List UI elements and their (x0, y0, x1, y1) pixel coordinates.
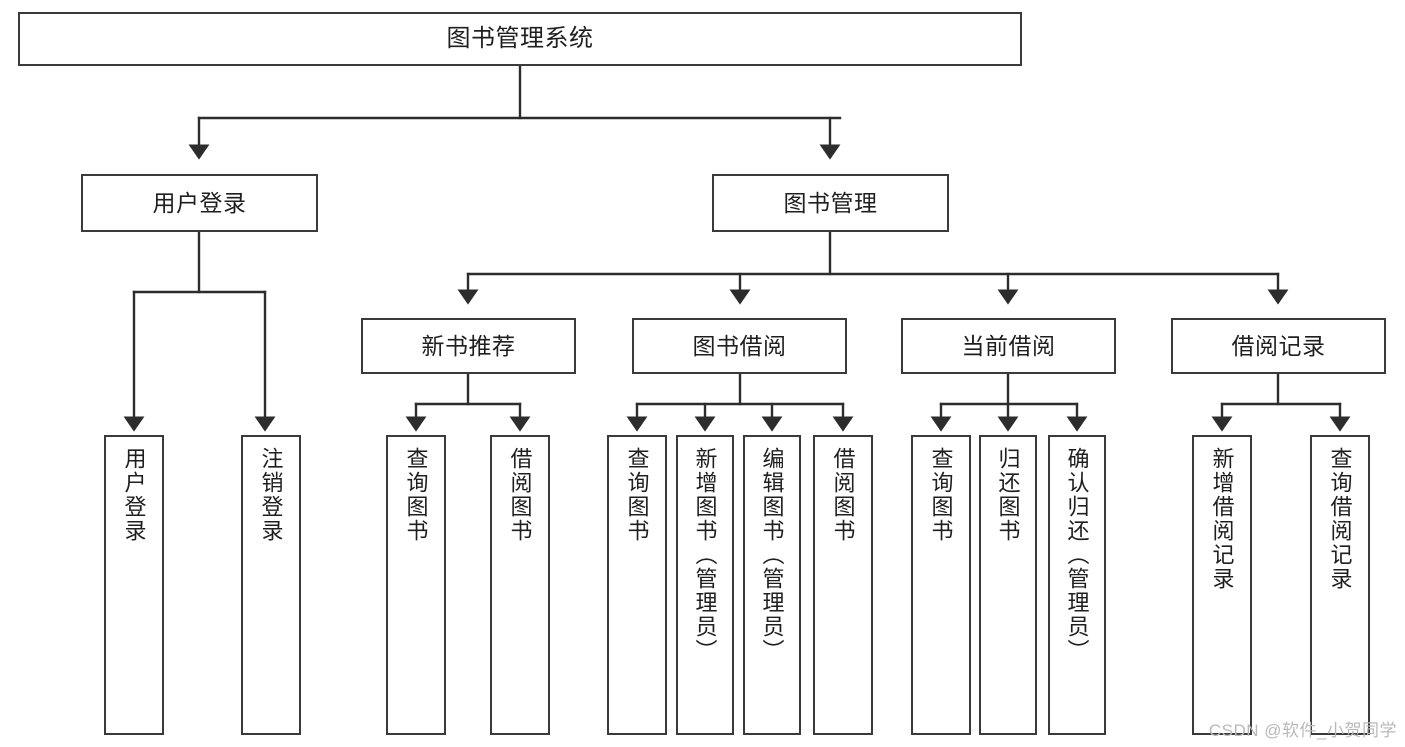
node-leaf-confirm-return-label: 确认归还（管理员） (1064, 447, 1090, 663)
node-leaf-add-record-label: 新增借阅记录 (1209, 447, 1235, 591)
node-leaf-query-book-3[interactable]: 查询图书 (911, 435, 971, 735)
node-leaf-borrow-book-2[interactable]: 借阅图书 (813, 435, 873, 735)
node-leaf-query-record-label: 查询借阅记录 (1327, 447, 1353, 591)
node-book-manage[interactable]: 图书管理 (712, 174, 949, 232)
node-leaf-borrow-book-2-label: 借阅图书 (830, 447, 856, 543)
node-leaf-query-book-1-label: 查询图书 (403, 447, 429, 543)
node-leaf-user-login[interactable]: 用户登录 (104, 435, 164, 735)
node-leaf-edit-book-label: 编辑图书（管理员） (759, 447, 785, 663)
node-leaf-user-logout-label: 注销登录 (258, 447, 284, 543)
node-leaf-user-login-label: 用户登录 (121, 447, 147, 543)
node-user-login[interactable]: 用户登录 (81, 174, 318, 232)
node-leaf-return-book[interactable]: 归还图书 (979, 435, 1037, 735)
node-new-book-recommend[interactable]: 新书推荐 (361, 318, 576, 374)
node-leaf-confirm-return[interactable]: 确认归还（管理员） (1048, 435, 1106, 735)
node-book-borrow-label: 图书借阅 (692, 332, 787, 359)
node-root[interactable]: 图书管理系统 (18, 12, 1022, 66)
node-leaf-query-book-1[interactable]: 查询图书 (386, 435, 446, 735)
node-user-login-label: 用户登录 (152, 189, 247, 216)
node-root-label: 图书管理系统 (446, 25, 594, 53)
node-leaf-user-logout[interactable]: 注销登录 (241, 435, 301, 735)
node-leaf-edit-book[interactable]: 编辑图书（管理员） (743, 435, 801, 735)
watermark-text: CSDN @软件_小贺同学 (1208, 721, 1397, 740)
node-book-manage-label: 图书管理 (783, 189, 878, 216)
node-leaf-query-book-2-label: 查询图书 (624, 447, 650, 543)
node-current-borrow-label: 当前借阅 (961, 332, 1056, 359)
node-borrow-record[interactable]: 借阅记录 (1171, 318, 1386, 374)
node-new-book-recommend-label: 新书推荐 (421, 332, 516, 359)
node-leaf-add-book[interactable]: 新增图书（管理员） (676, 435, 734, 735)
node-borrow-record-label: 借阅记录 (1231, 332, 1326, 359)
node-leaf-return-book-label: 归还图书 (995, 447, 1021, 543)
node-leaf-add-record[interactable]: 新增借阅记录 (1192, 435, 1252, 735)
node-leaf-borrow-book-1[interactable]: 借阅图书 (490, 435, 550, 735)
node-leaf-add-book-label: 新增图书（管理员） (692, 447, 718, 663)
node-leaf-query-book-2[interactable]: 查询图书 (607, 435, 667, 735)
node-current-borrow[interactable]: 当前借阅 (901, 318, 1116, 374)
node-leaf-borrow-book-1-label: 借阅图书 (507, 447, 533, 543)
node-book-borrow[interactable]: 图书借阅 (632, 318, 847, 374)
node-leaf-query-record[interactable]: 查询借阅记录 (1310, 435, 1370, 735)
node-leaf-query-book-3-label: 查询图书 (928, 447, 954, 543)
